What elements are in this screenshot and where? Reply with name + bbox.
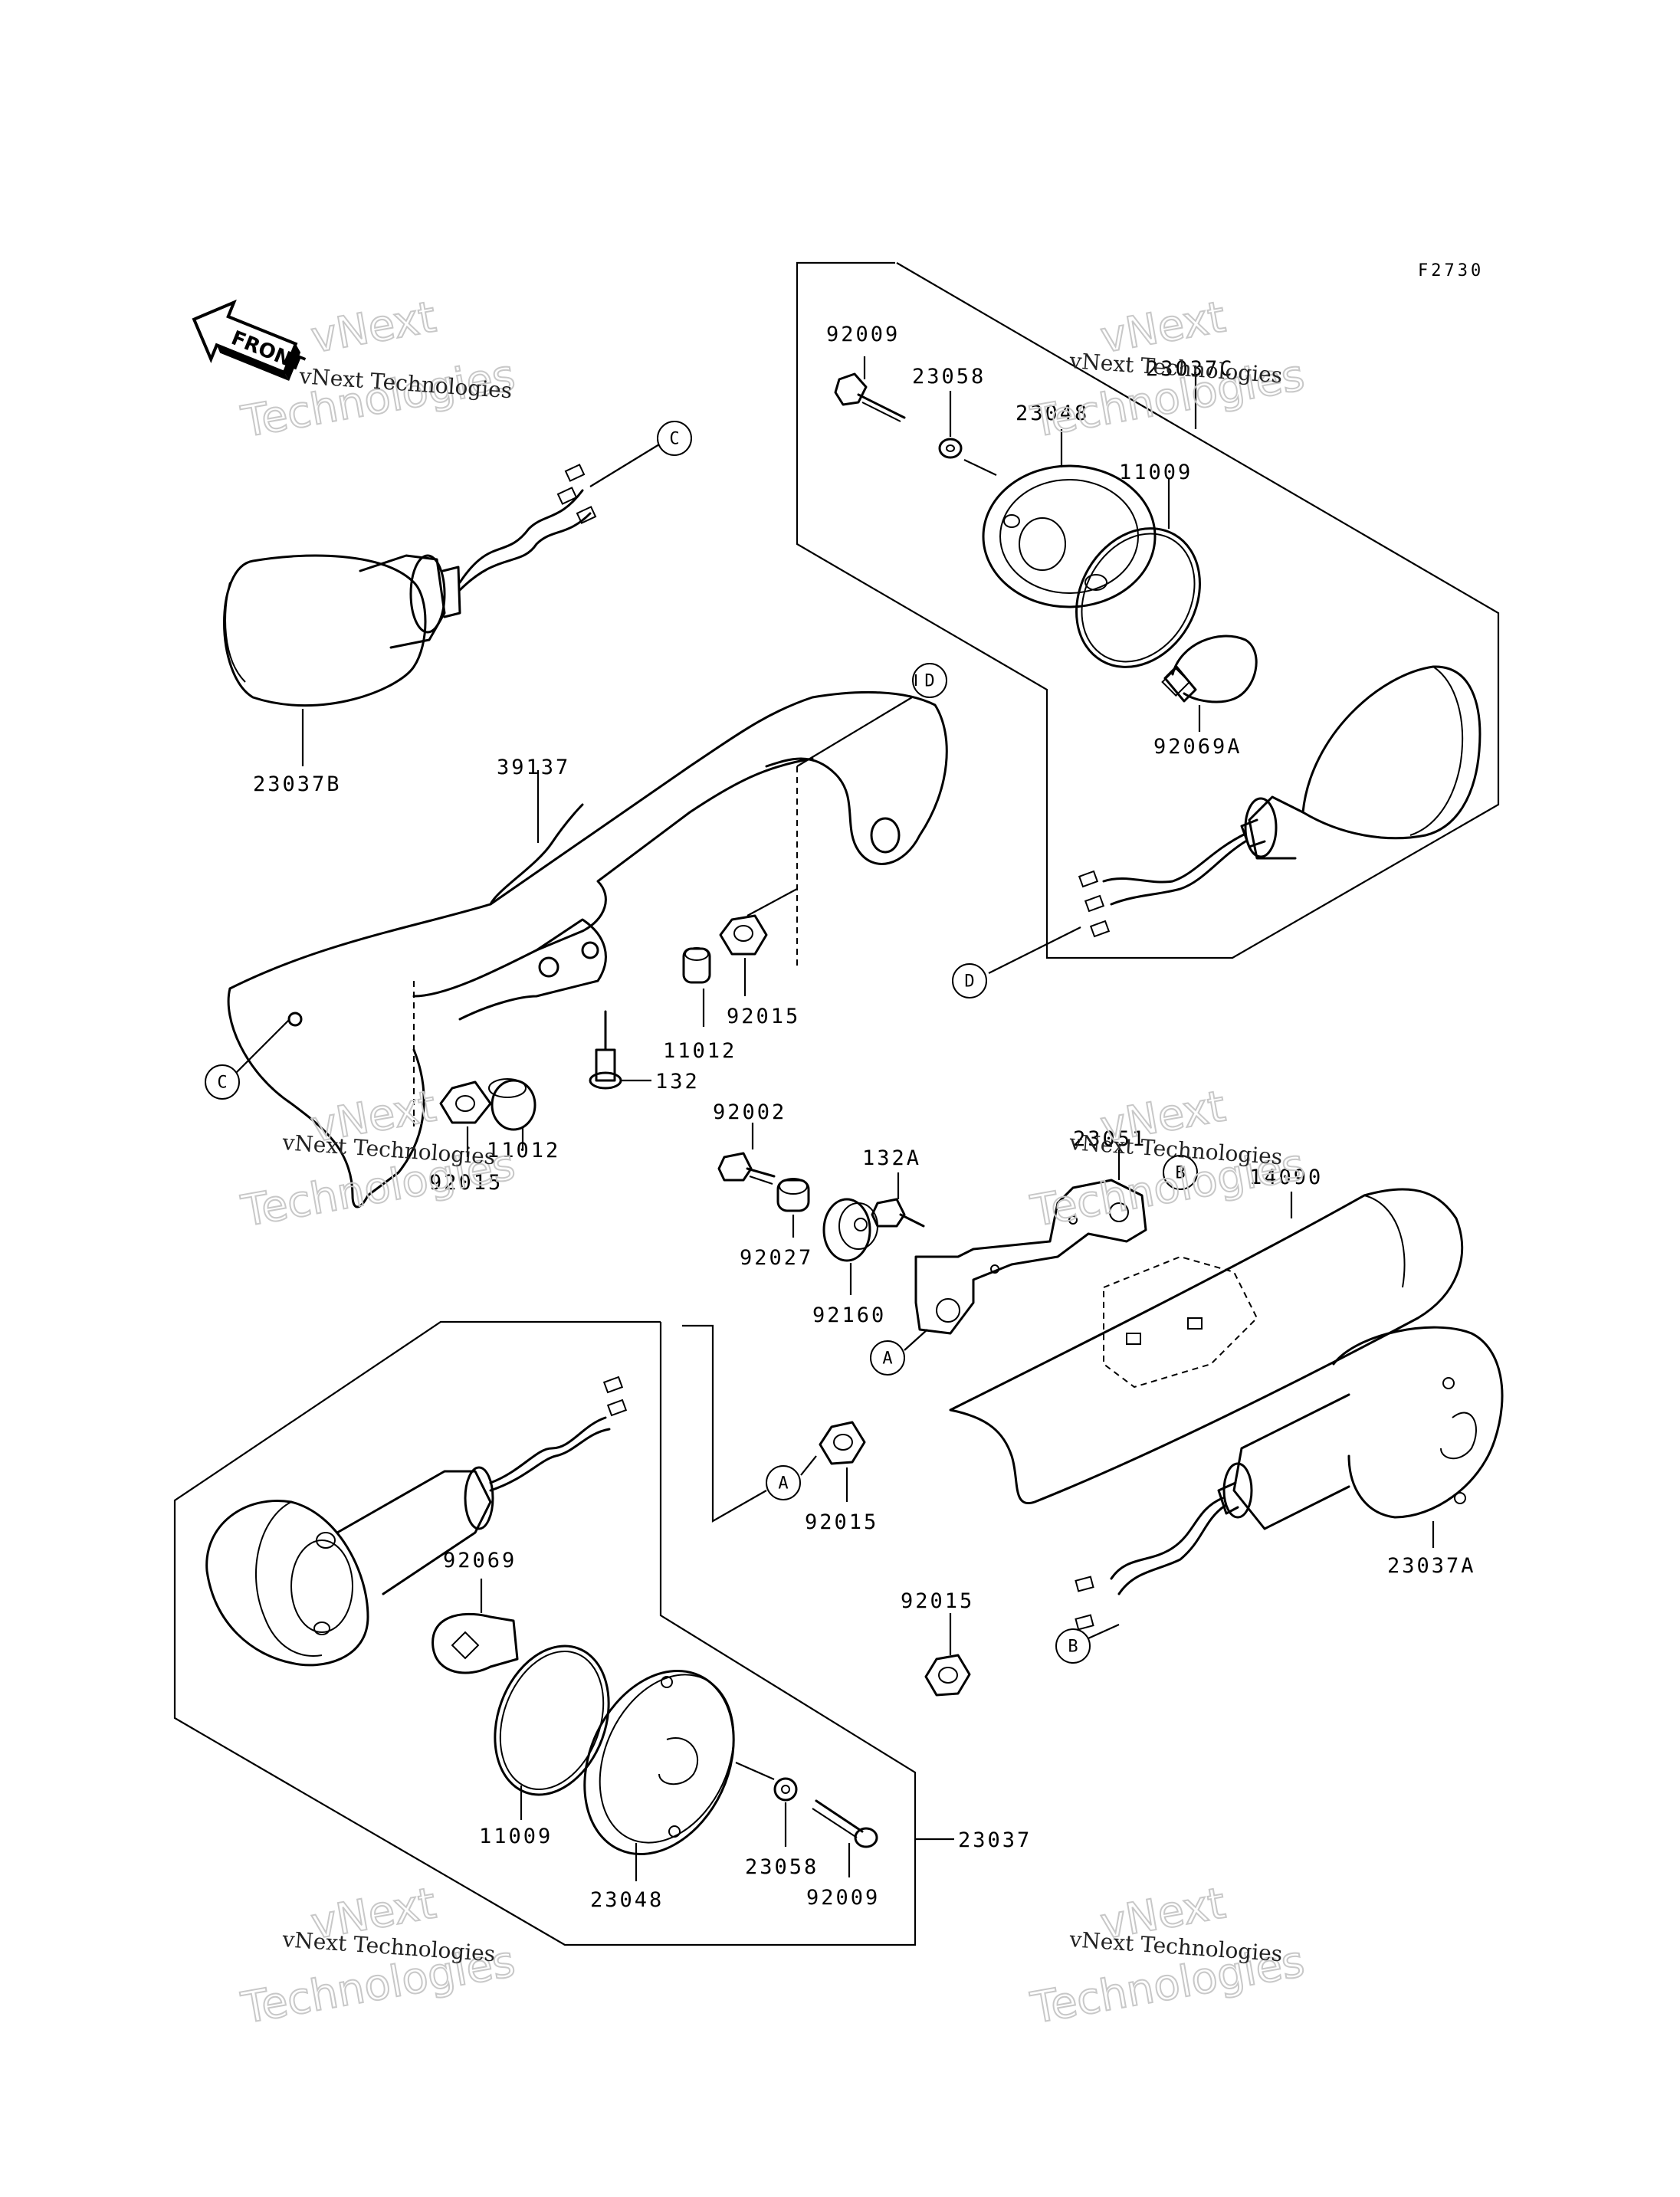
bulb-92069 [431, 1579, 519, 1674]
label-132: 132 [655, 1070, 700, 1094]
turn-signal-body-top-right [1078, 665, 1481, 938]
diagram-code: F2730 [1418, 261, 1484, 280]
watermark-top-right: vNext Technologies vNext Technologies [1026, 291, 1309, 448]
label-92009-top: 92009 [826, 323, 900, 346]
callout-b-center: B [1163, 1155, 1198, 1190]
label-132a: 132A [862, 1146, 921, 1170]
watermark-bottom-right: vNext Technologies vNext Technologies [1026, 1877, 1309, 2035]
collar-92027 [776, 1178, 810, 1238]
svg-text:B: B [1175, 1164, 1185, 1183]
nut-92015-b [439, 1080, 492, 1124]
nut-92015-c [819, 1421, 866, 1502]
lens-housing-23048-top [982, 429, 1157, 608]
label-23048-top: 23048 [1016, 402, 1089, 425]
gasket-11009-top [1075, 479, 1201, 668]
fender-14090 [949, 1188, 1464, 1505]
turn-signal-23037a [1075, 1326, 1504, 1631]
bushing-11012-b [488, 1078, 536, 1131]
label-23048-bottom: 23048 [590, 1888, 664, 1912]
callout-a-center: A [870, 1340, 905, 1376]
label-14090: 14090 [1249, 1166, 1323, 1189]
washer-23058-top [938, 391, 997, 476]
callout-d-right: D [952, 963, 987, 998]
turn-signal-body-bottom-left [205, 1376, 628, 1667]
nut-92015-d [924, 1613, 971, 1697]
label-23037c: 23037C [1146, 357, 1235, 381]
bolt-132a [871, 1172, 925, 1228]
callout-d-top: D [912, 663, 947, 698]
group-frame-23037c [796, 261, 1500, 959]
label-23058-bottom: 23058 [745, 1855, 819, 1879]
label-92015-b: 92015 [429, 1171, 503, 1195]
svg-text:D: D [924, 672, 934, 691]
label-92009-bottom: 92009 [806, 1886, 880, 1910]
bracket-39137 [227, 690, 948, 1208]
callout-b-bottom: B [1055, 1628, 1091, 1664]
bulb-92069a [1161, 635, 1258, 732]
svg-text:D: D [964, 972, 974, 992]
bolt-132 [589, 1010, 651, 1090]
label-23037a: 23037A [1387, 1554, 1476, 1578]
screw-92009-top [834, 356, 906, 422]
label-23037b: 23037B [253, 772, 342, 796]
bolt-92002 [717, 1123, 776, 1185]
front-arrow-icon: FRONT [192, 299, 307, 382]
watermark-bottom-left: vNext Technologies vNext Technologies [237, 1877, 520, 2035]
label-92069a: 92069A [1153, 735, 1242, 759]
label-92069: 92069 [443, 1549, 517, 1572]
watermark-middle-right: vNext Technologies vNext Technologies [1026, 1080, 1309, 1238]
nut-92015-a [719, 914, 768, 956]
label-92002: 92002 [713, 1100, 786, 1124]
label-39137: 39137 [497, 756, 570, 779]
label-23037: 23037 [958, 1828, 1032, 1852]
label-11012-b: 11012 [487, 1139, 560, 1162]
svg-text:A: A [882, 1349, 892, 1369]
callout-c-top: C [657, 421, 692, 456]
gasket-11009-bottom [494, 1644, 610, 1820]
label-92015-c: 92015 [805, 1510, 878, 1534]
label-11009-top: 11009 [1119, 461, 1193, 484]
label-92015-a: 92015 [727, 1005, 800, 1028]
turn-signal-23037b [223, 464, 597, 766]
svg-text:C: C [669, 430, 679, 449]
label-92015-d: 92015 [901, 1589, 974, 1613]
grommet-92160 [822, 1198, 878, 1295]
svg-text:A: A [778, 1474, 788, 1494]
bracket-23051 [914, 1149, 1147, 1335]
screw-92009-bottom [812, 1799, 878, 1877]
callout-c-bottom: C [205, 1064, 240, 1100]
svg-text:C: C [217, 1074, 227, 1093]
lens-23048-bottom [583, 1669, 735, 1881]
label-11009-bottom: 11009 [479, 1825, 553, 1848]
label-23051: 23051 [1073, 1127, 1147, 1151]
group-frame-23037 [173, 1320, 917, 1946]
svg-text:B: B [1068, 1638, 1078, 1657]
washer-23058-bottom [735, 1761, 798, 1847]
label-11012-a: 11012 [663, 1039, 737, 1063]
svg-text:vNext: vNext [307, 292, 439, 362]
label-92160: 92160 [812, 1303, 886, 1327]
callout-a-bottom: A [766, 1465, 801, 1500]
bushing-11012-a [682, 947, 711, 984]
label-92027: 92027 [740, 1246, 813, 1270]
watermark-middle-left: vNext Technologies vNext Technologies [237, 1080, 520, 1238]
label-23058-top: 23058 [912, 365, 986, 389]
